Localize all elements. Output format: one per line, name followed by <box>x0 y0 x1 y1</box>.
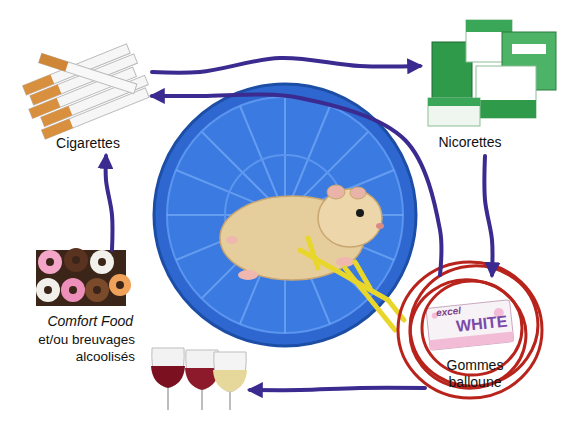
flow-arrow <box>152 58 420 73</box>
wine-glasses <box>167 388 169 410</box>
hamster-wheel <box>167 97 403 333</box>
donuts-picture <box>90 250 114 274</box>
crutch <box>308 238 318 268</box>
hamster <box>350 187 366 199</box>
gum-pack <box>426 300 514 351</box>
donuts-picture <box>36 278 60 302</box>
nicorette-boxes <box>512 44 546 54</box>
wine-glasses <box>229 392 231 410</box>
donuts-picture <box>85 278 109 302</box>
nicorette-boxes <box>476 100 536 118</box>
hamster <box>226 236 238 244</box>
node-label: Nicorettes <box>420 134 520 151</box>
hamster <box>238 270 258 280</box>
donuts-picture <box>93 286 101 294</box>
picture-node: Cigarettes <box>20 38 152 156</box>
crutch <box>300 238 404 330</box>
red-scribble-circles <box>398 254 549 398</box>
node-label: Gommes balloune <box>435 357 515 391</box>
flow-arrow <box>106 156 113 250</box>
donuts-picture <box>72 256 80 264</box>
nicorette-boxes <box>466 20 512 32</box>
donuts-picture <box>46 258 54 266</box>
flow-arrow <box>484 156 492 275</box>
nicorette-boxes <box>428 98 480 106</box>
gum-pack <box>426 300 514 351</box>
hamster <box>327 185 345 199</box>
wine-glasses <box>214 352 246 392</box>
gum-pack <box>429 332 514 351</box>
wine-glasses <box>213 370 247 392</box>
wine-glasses <box>201 390 203 410</box>
picture-node: Comfort Foodet/ou breuvages alcoolisés <box>25 250 250 412</box>
donuts-picture <box>44 286 52 294</box>
hamster-wheel <box>167 97 403 333</box>
nicorette-boxes <box>428 20 556 126</box>
flow-arrow <box>152 94 441 275</box>
donuts-picture <box>64 248 88 272</box>
crutch <box>355 262 370 288</box>
picture-node: Nicorettes <box>420 18 560 156</box>
donuts-picture <box>36 248 131 306</box>
nicorette-boxes <box>476 66 536 118</box>
cigarettes-picture <box>39 53 137 93</box>
cigarettes-picture <box>39 53 69 71</box>
wine-glasses <box>152 348 184 388</box>
red-scribble-circles <box>399 254 549 398</box>
red-scribble-circles <box>403 272 533 395</box>
donuts-picture <box>116 281 124 289</box>
node-label: Cigarettes <box>20 135 156 152</box>
hamster-wheel <box>154 84 416 346</box>
hamster <box>376 223 384 229</box>
donuts-picture <box>61 278 85 302</box>
cigarettes-picture <box>20 42 153 141</box>
donuts-picture <box>98 258 106 266</box>
donuts-picture <box>109 274 131 296</box>
cigarettes-picture <box>11 21 153 141</box>
donuts-picture <box>69 286 77 294</box>
node-label: et/ou breuvages alcoolisés <box>25 331 135 365</box>
nicorette-boxes <box>428 98 480 126</box>
wine-glasses <box>151 348 247 410</box>
flow-arrow <box>250 388 425 390</box>
donuts-picture <box>38 250 62 274</box>
hamster <box>356 209 364 217</box>
cigarettes-picture <box>42 88 150 139</box>
cigarettes-picture <box>39 53 137 93</box>
hamster <box>318 189 382 247</box>
node-label: Comfort Food <box>25 313 133 330</box>
wine-glasses <box>151 366 185 388</box>
hamster-wheel <box>154 84 416 346</box>
